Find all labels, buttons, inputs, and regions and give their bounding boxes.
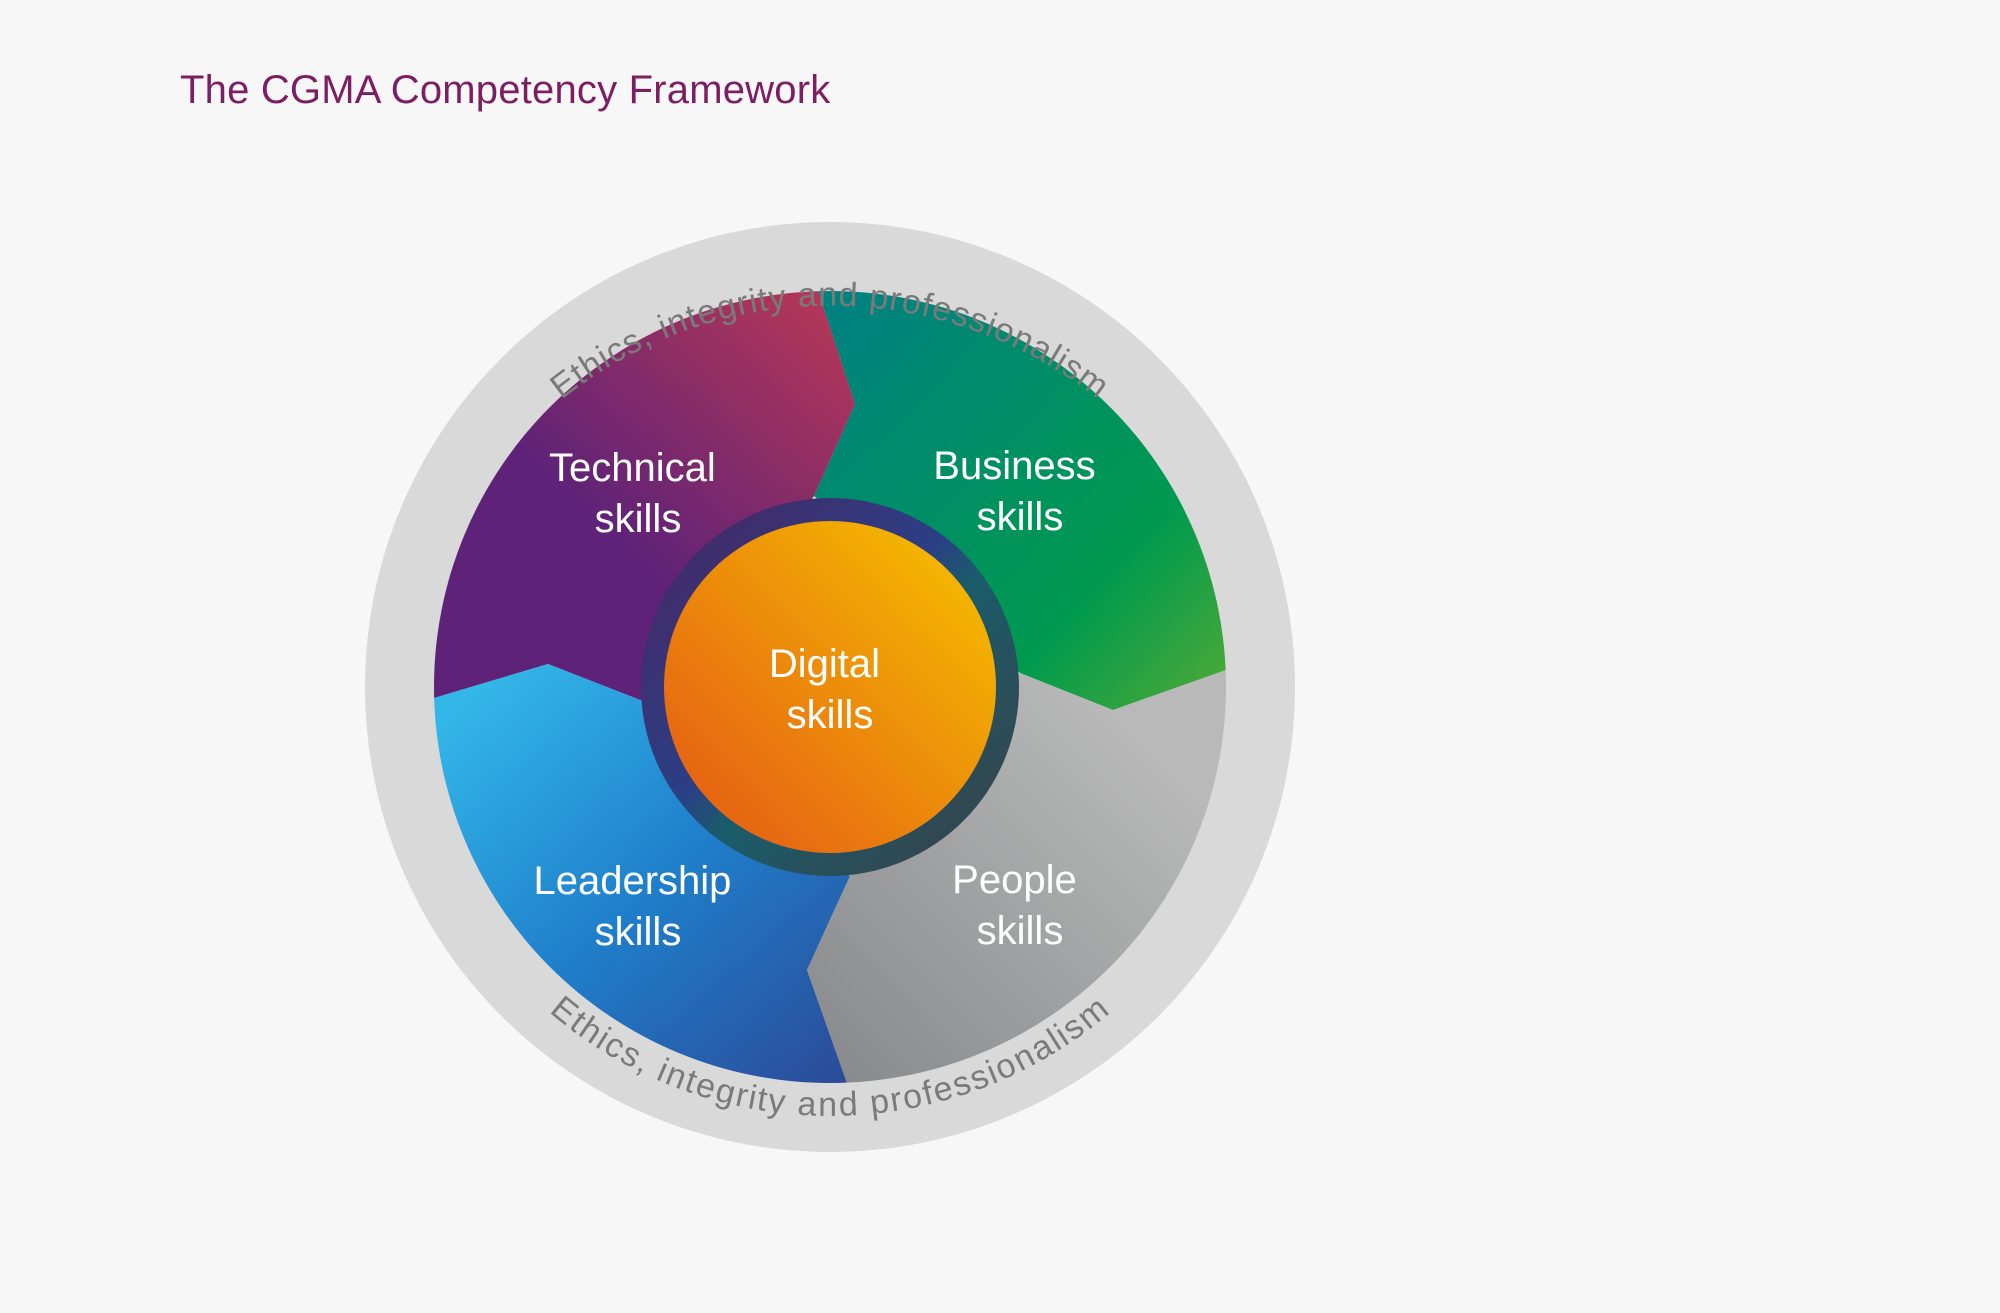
people-skills-label-line1: People — [952, 858, 1077, 902]
business-skills-label-line2: skills — [977, 495, 1064, 539]
people-skills-label: People skills — [952, 858, 1088, 953]
business-skills-label-line1: Business — [933, 444, 1095, 488]
technical-skills-label-line2: skills — [595, 497, 682, 541]
business-skills-label: Business skills — [933, 444, 1106, 539]
digital-skills-label: Digital skills — [769, 642, 891, 737]
segment-digital-skills — [664, 521, 996, 853]
digital-skills-label-line1: Digital — [769, 642, 880, 686]
leadership-skills-label-line1: Leadership — [533, 859, 731, 903]
digital-skills-label-line2: skills — [787, 693, 874, 737]
technical-skills-label-line1: Technical — [549, 446, 716, 490]
leadership-skills-label: Leadership skills — [533, 859, 742, 954]
leadership-skills-label-line2: skills — [595, 910, 682, 954]
people-skills-label-line2: skills — [977, 909, 1064, 953]
page-title: The CGMA Competency Framework — [180, 68, 831, 112]
technical-skills-label: Technical skills — [549, 446, 727, 541]
